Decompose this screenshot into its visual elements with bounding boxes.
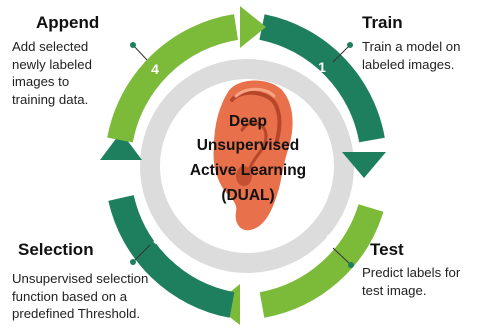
leader-dot-test: [348, 262, 354, 268]
step-title-selection: Selection: [18, 240, 94, 259]
step-title-append: Append: [36, 13, 100, 32]
leader-dot-train: [347, 42, 353, 48]
center-line-2: Unsupervised: [197, 137, 300, 154]
leader-dot-append: [130, 42, 136, 48]
step-description-line: test image.: [362, 282, 427, 298]
step-description-line: labeled images.: [362, 56, 455, 72]
step-description-line: Train a model on: [362, 39, 461, 54]
step-description-line: function based on a: [12, 288, 128, 304]
step-description-line: predefined Threshold.: [12, 306, 141, 321]
step-description-line: Predict labels for: [362, 265, 461, 280]
center-line-3: Active Learning: [190, 162, 306, 179]
leader-line-selection: [132, 244, 151, 263]
step-number-4: 4: [151, 61, 159, 77]
arrow-test: [259, 203, 384, 318]
leader-line-append: [132, 44, 148, 61]
arrow-head-selection: [100, 132, 142, 160]
step-title-train: Train: [362, 13, 403, 32]
step-description-line: images to: [12, 74, 70, 89]
step-description-line: training data.: [12, 91, 89, 107]
step-description-append: Add selected newly labeled images to tra…: [12, 38, 92, 108]
leader-line-test: [332, 247, 352, 266]
leader-line-train: [332, 44, 351, 63]
step-number-2: 2: [326, 231, 334, 247]
ear-icon: [213, 80, 293, 231]
center-line-1: Deep: [229, 113, 267, 130]
step-description-test: Predict labels for test image.: [362, 264, 460, 299]
step-title-test: Test: [370, 240, 404, 259]
arrow-selection: [108, 194, 235, 318]
step-number-3: 3: [153, 231, 161, 247]
step-description-line: newly labeled: [12, 56, 92, 72]
leader-lines: [132, 44, 352, 266]
leader-dot-selection: [130, 259, 136, 265]
cycle-arrows: [100, 6, 386, 325]
step-description-line: Unsupervised selection: [12, 271, 149, 286]
step-description-train: Train a model on labeled images.: [362, 38, 460, 73]
step-description-line: Add selected: [12, 39, 89, 54]
step-description-selection: Unsupervised selection function based on…: [12, 270, 148, 323]
arrow-append: [107, 14, 239, 143]
arrow-head-append: [240, 6, 266, 48]
inner-ring: [140, 59, 354, 273]
step-number-1: 1: [318, 59, 326, 75]
arrow-head-train: [342, 152, 386, 178]
arrow-train: [259, 14, 385, 143]
center-line-4: (DUAL): [221, 187, 274, 204]
